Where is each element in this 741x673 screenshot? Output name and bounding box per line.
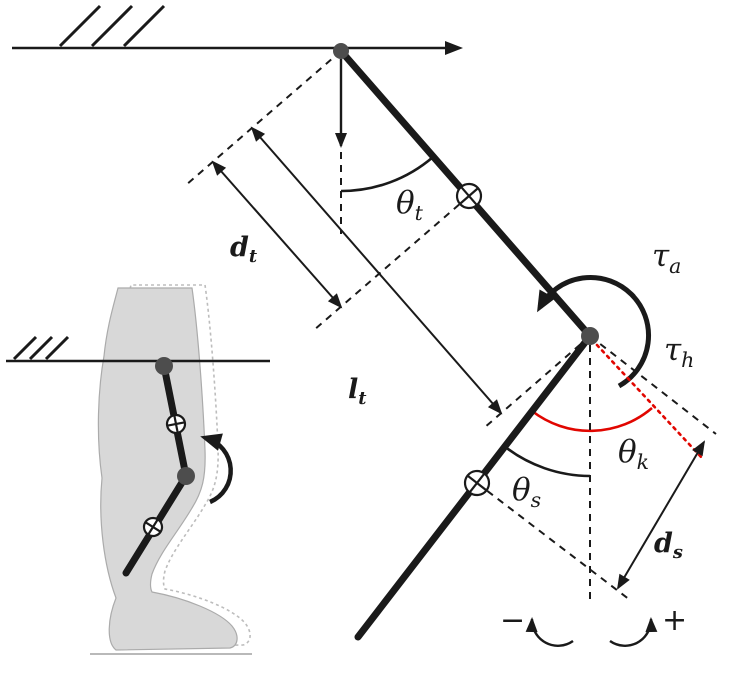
inset-thigh-com-marker-icon	[165, 413, 187, 435]
human-leg-inset	[6, 284, 270, 655]
ceiling-direction-arrow-icon	[445, 41, 463, 55]
tau-h-label: τh	[664, 332, 694, 372]
theta-t-arc	[340, 156, 434, 193]
tau-a-label: τa	[652, 238, 681, 278]
theta-s-label: θs	[512, 472, 541, 512]
hip-torque-arc	[537, 274, 652, 389]
shank-com-perpendicular-dashed-line	[476, 482, 631, 601]
hip-joint	[581, 327, 599, 345]
dt-label: dt	[230, 232, 258, 267]
thigh-com-marker-icon	[455, 182, 483, 210]
inset-shank-com-marker-icon	[142, 516, 164, 538]
inset-hatching	[12, 335, 70, 361]
shank-com-marker-icon	[463, 469, 491, 497]
theta-k-label: θk	[618, 434, 649, 474]
ds-label: ds	[654, 528, 683, 563]
inset-knee-torque-arrow	[200, 433, 233, 505]
lt-label: lt	[348, 374, 367, 409]
minus-sign-label: −	[500, 603, 525, 638]
lt-dimension-arrow	[250, 126, 503, 415]
inset-knee-joint	[177, 467, 195, 485]
theta-s-arc	[503, 444, 591, 478]
negative-direction-arrow	[525, 617, 574, 647]
inset-hip-joint	[155, 357, 173, 375]
ceiling-hatching	[58, 4, 166, 48]
hip-shank-perpendicular-dashed-line	[589, 335, 717, 435]
theta-k-arc	[531, 407, 653, 433]
pivot-perpendicular-dashed-line	[185, 50, 342, 186]
ds-dimension-arrow	[616, 440, 706, 590]
leg-silhouette	[97, 287, 238, 651]
thigh-extension-dotted-line	[595, 343, 704, 460]
knee-perpendicular-dashed-line	[483, 335, 591, 429]
positive-direction-arrow	[609, 617, 658, 647]
plus-sign-label: +	[662, 603, 687, 638]
pivot-joint	[333, 43, 349, 59]
thigh-com-perpendicular-dashed-line	[313, 195, 470, 331]
theta-t-label: θt	[396, 185, 424, 225]
